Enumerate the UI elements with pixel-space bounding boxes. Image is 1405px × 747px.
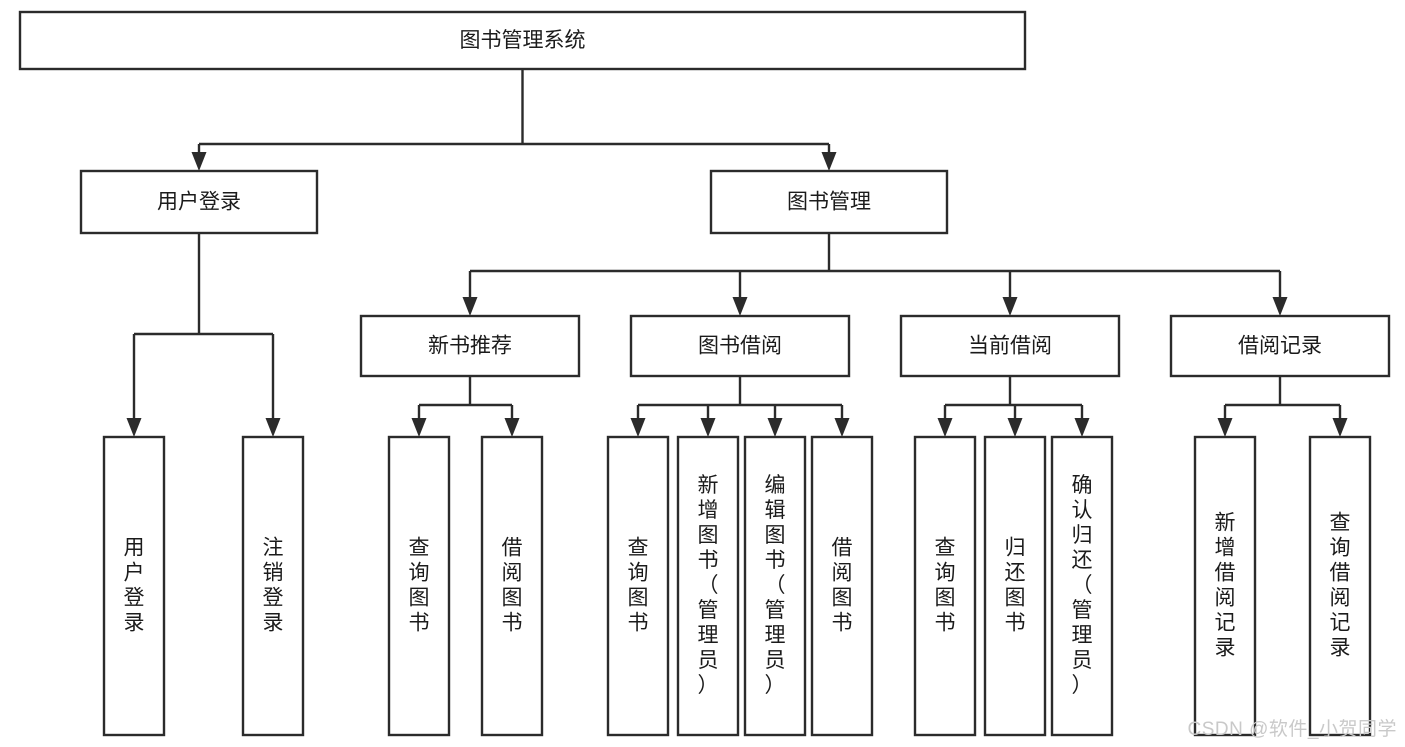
node-图书借阅-label: 图书借阅 (698, 335, 782, 358)
node-leaf-query-book-current[interactable]: 查询图书 (913, 435, 977, 737)
node-leaf-user-login-label: 用户登录 (124, 537, 145, 635)
root-to-level2-branch-1-arrowhead (821, 152, 837, 171)
node-leaf-query-book-borrow-box[interactable] (606, 435, 670, 737)
node-图书管理-label: 图书管理 (787, 191, 871, 214)
bookborrow-to-leaves-branch-0-arrowhead (630, 418, 646, 437)
node-leaf-confirm-return[interactable]: 确认归还（管理员） (1050, 435, 1114, 737)
node-图书借阅-box[interactable] (629, 314, 851, 378)
node-leaf-add-record-box[interactable] (1193, 435, 1257, 737)
node-leaf-query-book-borrow-label: 查询图书 (628, 537, 649, 635)
bookmanage-to-level3-branch-0-arrowhead (462, 297, 478, 316)
newbook-to-leaves-branch-1-arrowhead (504, 418, 520, 437)
node-leaf-add-book[interactable]: 新增图书（管理员） (676, 435, 740, 737)
node-leaf-borrow-book-rec[interactable]: 借阅图书 (480, 435, 544, 737)
bookborrow-to-leaves-branch-3-arrowhead (834, 418, 850, 437)
node-借阅记录-box[interactable] (1169, 314, 1391, 378)
node-leaf-add-book-box[interactable] (676, 435, 740, 737)
node-当前借阅-label: 当前借阅 (968, 335, 1052, 358)
userlogin-to-leaves-branch-0-arrowhead (126, 418, 142, 437)
node-leaf-add-record-label: 新增借阅记录 (1215, 512, 1236, 660)
node-当前借阅-box[interactable] (899, 314, 1121, 378)
node-新书推荐-label: 新书推荐 (428, 335, 512, 358)
root-to-level2-branch-0-arrowhead (191, 152, 207, 171)
node-leaf-borrow-book-box[interactable] (810, 435, 874, 737)
node-leaf-return-book[interactable]: 归还图书 (983, 435, 1047, 737)
node-新书推荐-box[interactable] (359, 314, 581, 378)
node-leaf-confirm-return-label: 确认归还（管理员） (1072, 474, 1093, 697)
bookborrow-to-leaves-branch-1-arrowhead (700, 418, 716, 437)
bookmanage-to-level3-branch-1-arrowhead (732, 297, 748, 316)
node-图书管理[interactable]: 图书管理 (709, 169, 949, 235)
node-root-图书管理系统-box[interactable] (18, 10, 1027, 71)
bookborrow-to-leaves-branch-2-arrowhead (767, 418, 783, 437)
currentborrow-to-leaves-branch-0-arrowhead (937, 418, 953, 437)
currentborrow-to-leaves-branch-1-arrowhead (1007, 418, 1023, 437)
node-leaf-return-book-box[interactable] (983, 435, 1047, 737)
node-leaf-query-record-label: 查询借阅记录 (1330, 512, 1351, 660)
node-leaf-add-book-label: 新增图书（管理员） (698, 474, 719, 697)
node-图书借阅[interactable]: 图书借阅 (629, 314, 851, 378)
node-leaf-confirm-return-box[interactable] (1050, 435, 1114, 737)
node-root-图书管理系统-label: 图书管理系统 (460, 29, 586, 52)
node-leaf-query-record-box[interactable] (1308, 435, 1372, 737)
bookmanage-to-level3-branch-2-arrowhead (1002, 297, 1018, 316)
node-用户登录-label: 用户登录 (157, 191, 241, 214)
bookmanage-to-level3-branch-3-arrowhead (1272, 297, 1288, 316)
node-用户登录-box[interactable] (79, 169, 319, 235)
node-leaf-user-login-box[interactable] (102, 435, 166, 737)
node-leaf-logout[interactable]: 注销登录 (241, 435, 305, 737)
node-leaf-query-record[interactable]: 查询借阅记录 (1308, 435, 1372, 737)
node-图书管理-box[interactable] (709, 169, 949, 235)
node-借阅记录[interactable]: 借阅记录 (1169, 314, 1391, 378)
node-leaf-borrow-book[interactable]: 借阅图书 (810, 435, 874, 737)
node-新书推荐[interactable]: 新书推荐 (359, 314, 581, 378)
userlogin-to-leaves-branch-1-arrowhead (265, 418, 281, 437)
node-leaf-logout-label: 注销登录 (263, 537, 284, 635)
node-root-图书管理系统[interactable]: 图书管理系统 (18, 10, 1027, 71)
node-leaf-query-book-current-box[interactable] (913, 435, 977, 737)
node-leaf-borrow-book-rec-box[interactable] (480, 435, 544, 737)
node-leaf-query-book-rec[interactable]: 查询图书 (387, 435, 451, 737)
node-leaf-edit-book[interactable]: 编辑图书（管理员） (743, 435, 807, 737)
node-leaf-user-login[interactable]: 用户登录 (102, 435, 166, 737)
borrowrecord-to-leaves-branch-1-arrowhead (1332, 418, 1348, 437)
node-leaf-return-book-label: 归还图书 (1005, 537, 1026, 635)
node-leaf-edit-book-label: 编辑图书（管理员） (765, 474, 786, 697)
node-用户登录[interactable]: 用户登录 (79, 169, 319, 235)
node-借阅记录-label: 借阅记录 (1238, 335, 1322, 358)
watermark-label: CSDN @软件_小贺同学 (1187, 719, 1397, 740)
borrowrecord-to-leaves-branch-0-arrowhead (1217, 418, 1233, 437)
node-leaf-borrow-book-label: 借阅图书 (832, 537, 853, 635)
node-leaf-query-book-borrow[interactable]: 查询图书 (606, 435, 670, 737)
node-leaf-logout-box[interactable] (241, 435, 305, 737)
newbook-to-leaves-branch-0-arrowhead (411, 418, 427, 437)
node-leaf-add-record[interactable]: 新增借阅记录 (1193, 435, 1257, 737)
node-leaf-edit-book-box[interactable] (743, 435, 807, 737)
node-当前借阅[interactable]: 当前借阅 (899, 314, 1121, 378)
node-leaf-query-book-rec-label: 查询图书 (409, 537, 430, 635)
connector-layer (126, 69, 1348, 437)
currentborrow-to-leaves-branch-2-arrowhead (1074, 418, 1090, 437)
node-layer: 图书管理系统用户登录图书管理新书推荐图书借阅当前借阅借阅记录用户登录注销登录查询… (18, 10, 1391, 737)
node-leaf-query-book-rec-box[interactable] (387, 435, 451, 737)
node-leaf-borrow-book-rec-label: 借阅图书 (502, 537, 523, 635)
node-leaf-query-book-current-label: 查询图书 (935, 537, 956, 635)
